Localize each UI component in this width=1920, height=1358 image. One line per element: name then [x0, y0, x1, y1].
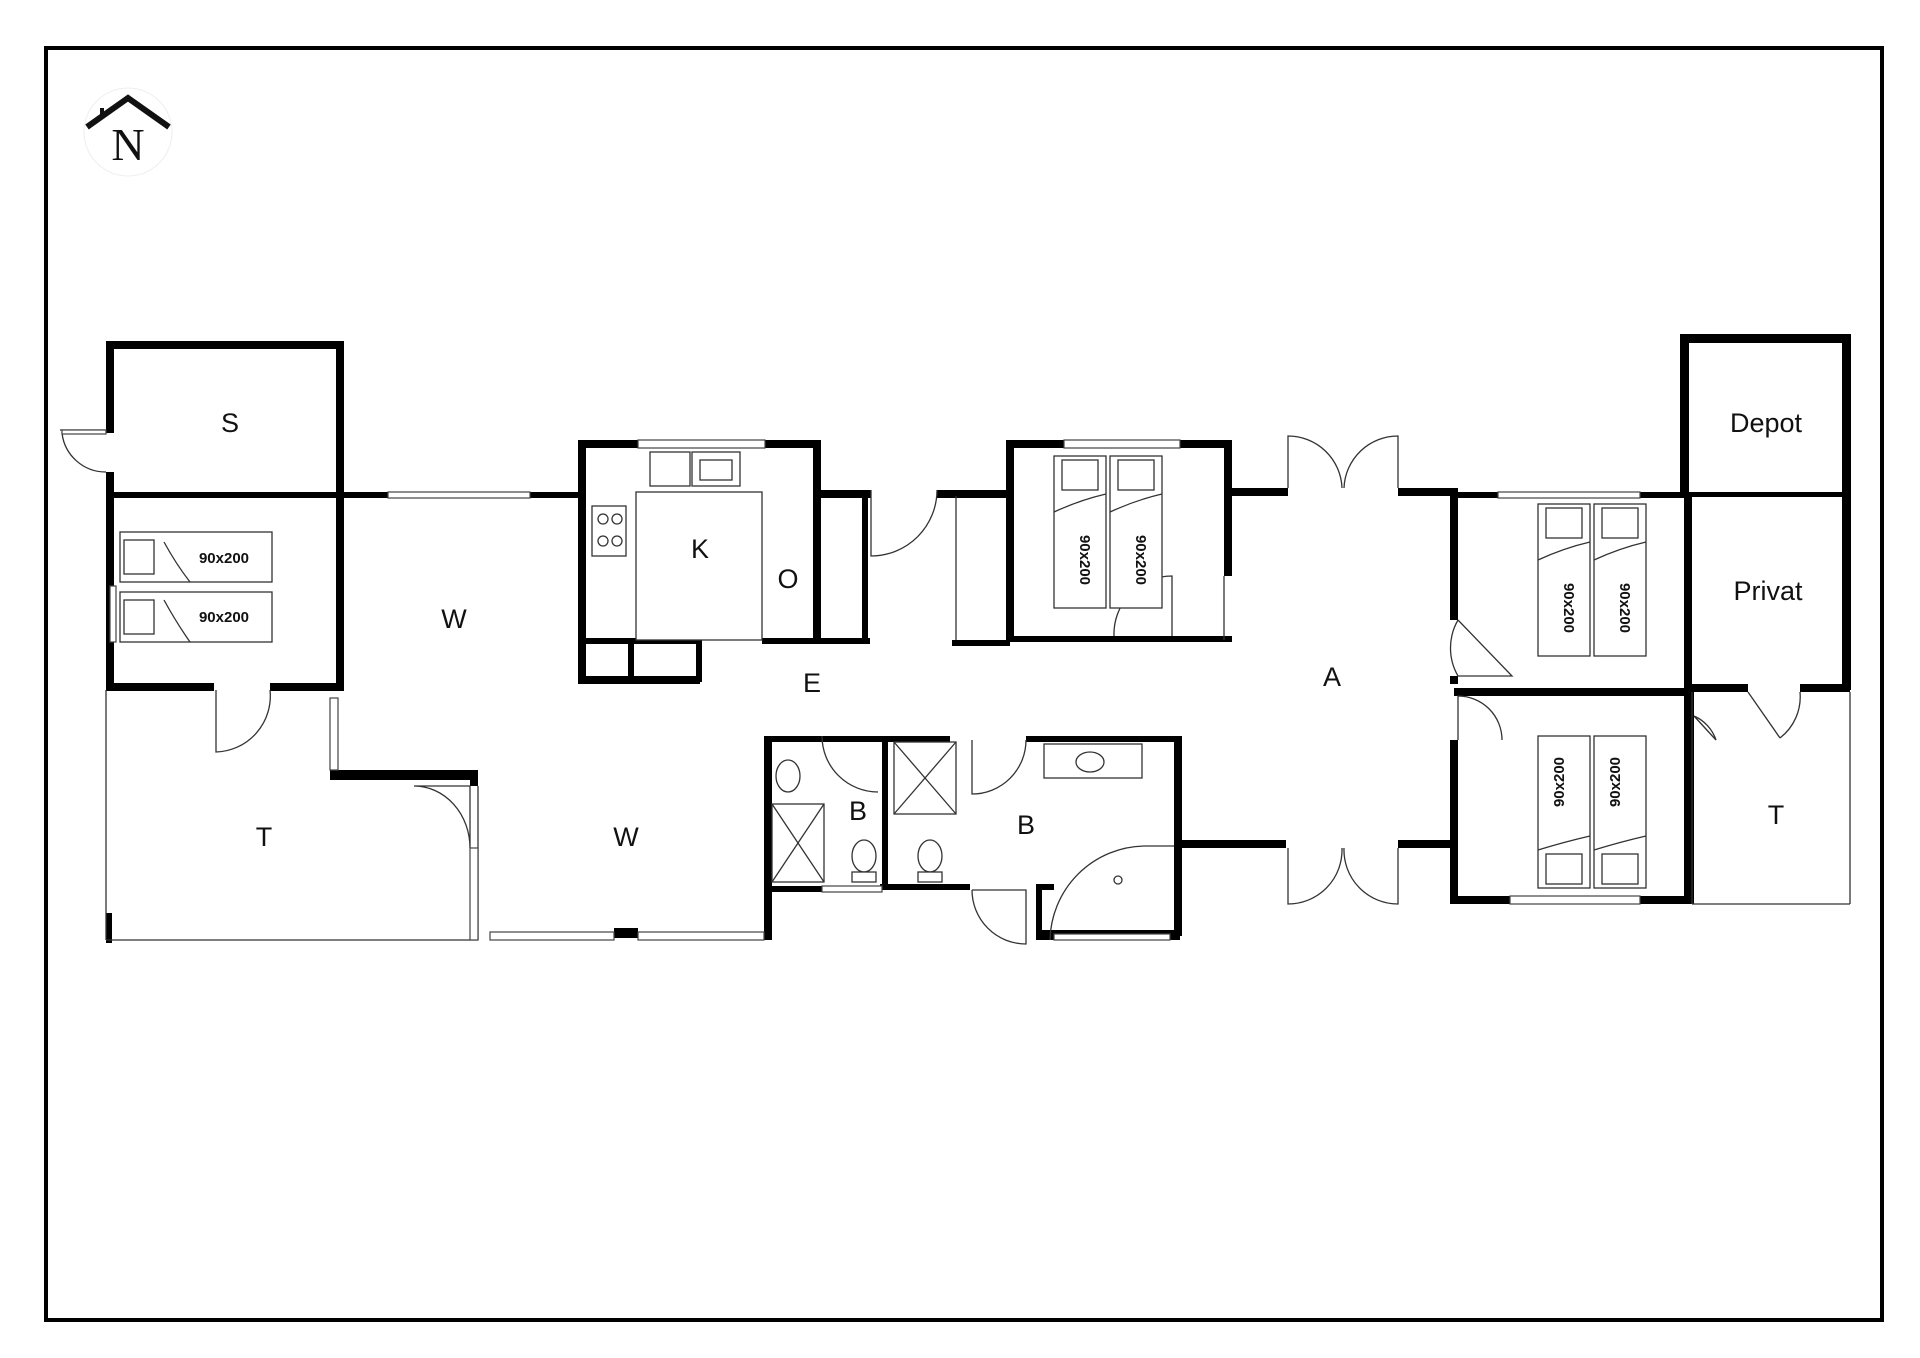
bed: 90x200 [1109, 455, 1163, 609]
room-label-terrace-west: T [256, 822, 273, 852]
bathroom-fixtures [771, 741, 1143, 885]
room-label-storage: S [221, 408, 239, 438]
bed: 90x200 [1053, 455, 1107, 609]
bed-size-label: 90x200 [1560, 583, 1577, 633]
north-compass-icon: N [83, 87, 173, 177]
thin-outlines [60, 429, 1851, 941]
room-label-hall: E [803, 668, 821, 698]
room-label-bath-large: B [1017, 810, 1035, 840]
drawing-border [44, 46, 1884, 1322]
toilet-icon [917, 839, 943, 873]
bed-size-label: 90x200 [1076, 535, 1093, 585]
room-label-activity: A [1323, 662, 1341, 692]
bed-size-label: 90x200 [1616, 583, 1633, 633]
bed: 90x200 [119, 591, 273, 643]
room-label-terrace-east: T [1768, 800, 1785, 830]
toilet-icon [851, 839, 877, 873]
bed-size-label: 90x200 [199, 609, 249, 626]
room-labels: S W K O E A Depot Privat T W B B T [221, 408, 1803, 852]
bed: 90x200 [1537, 503, 1591, 657]
room-label-bath-small: B [849, 796, 867, 826]
bed-size-label: 90x200 [1132, 535, 1149, 585]
bed: 90x200 [1593, 503, 1647, 657]
sink-icon [1075, 751, 1105, 773]
room-label-living-south: W [613, 822, 639, 852]
room-label-private: Privat [1733, 576, 1803, 606]
bed-size-label: 90x200 [1607, 757, 1624, 807]
bed-size-label: 90x200 [199, 550, 249, 567]
bed: 90x200 [1537, 735, 1591, 889]
bed: 90x200 [119, 531, 273, 583]
compass-letter: N [111, 119, 144, 170]
bed-size-label: 90x200 [1551, 757, 1568, 807]
kitchen-fixtures [591, 451, 763, 641]
room-label-living-north: W [441, 604, 467, 634]
beds: 90x200 90x200 90x200 90x200 90x200 [119, 455, 1647, 889]
room-label-depot: Depot [1730, 408, 1803, 438]
bed: 90x200 [1593, 735, 1647, 889]
stove-icon [591, 505, 627, 557]
room-label-utility: O [777, 564, 798, 594]
room-label-kitchen: K [691, 534, 709, 564]
sink-icon [775, 759, 801, 793]
